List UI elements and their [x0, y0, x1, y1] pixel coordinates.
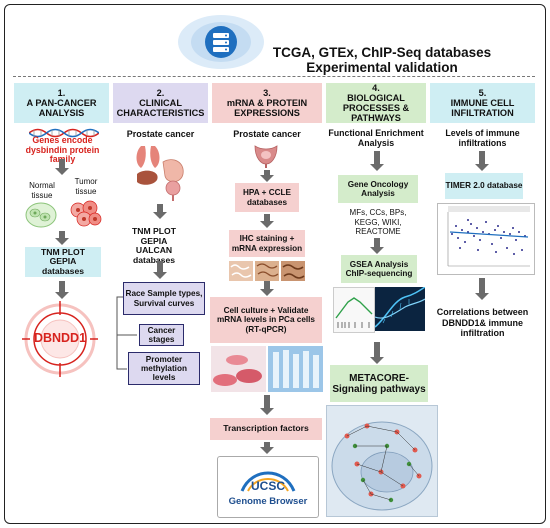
section-header-1: 1. A PAN-CANCER ANALYSIS: [14, 83, 109, 123]
section-header-2: 2. CLINICAL CHARACTERISTICS: [113, 83, 208, 123]
metacore-text: METACORE- Signaling pathways: [332, 372, 426, 395]
ucsc-text: UCSC: [250, 479, 285, 493]
prostate-cancer-label-3: Prostate cancer: [233, 129, 301, 139]
section-number-2: 2.: [156, 88, 165, 98]
prostate-icon: [251, 142, 281, 168]
cancer-stages-box: Cancer stages: [139, 324, 184, 346]
organs-icon: [133, 142, 189, 202]
enrichment-label: Functional Enrichment Analysis: [328, 128, 424, 148]
arrow-c1-2: [55, 231, 69, 245]
dna-chip-image: [375, 287, 425, 331]
go-terms-label: MFs, CCs, BPs, KEGG, WIKI, REACTOME: [349, 208, 407, 236]
bracket-lines: [115, 295, 141, 375]
target-icon: [22, 301, 98, 377]
section-number-3: 3.: [263, 88, 271, 98]
promoter-text: Promoter methylation levels: [141, 354, 187, 383]
tnm-gepia-box: TNM PLOT GEPIA databases: [25, 247, 101, 277]
arrow-c3-1: [260, 170, 274, 182]
transcription-factors-box: Transcription factors: [210, 418, 322, 440]
arrow-c3-2: [260, 214, 274, 228]
title-line-1: TCGA, GTEx, ChIP-Seq databases: [272, 45, 492, 60]
section-number-4: 4.: [372, 83, 380, 93]
tumor-tissue-label: Tumor tissue: [74, 177, 98, 196]
dna-helix-icon: [28, 125, 100, 138]
go-box: Gene Oncology Analysis: [338, 175, 418, 203]
transcription-factors-text: Transcription factors: [223, 423, 309, 434]
section-header-5: 5. IMMUNE CELL INFILTRATION: [430, 83, 535, 123]
normal-cells-icon: [25, 202, 57, 228]
timer-box: TIMER 2.0 database: [445, 173, 523, 199]
database-logo: [177, 13, 265, 71]
arrow-c4-1: [370, 151, 384, 171]
arrow-c3-3: [260, 281, 274, 296]
ihc-images: [229, 261, 305, 281]
title-separator: [13, 76, 535, 77]
ucsc-logo: UCSC Genome Browser: [217, 456, 319, 518]
gsea-plot-image: [333, 287, 375, 333]
section-title-4: BIOLOGICAL PROCESSES & PATHWAYS: [342, 93, 410, 123]
section-header-4: 4. BIOLOGICAL PROCESSES & PATHWAYS: [326, 83, 426, 123]
ihc-text: IHC staining + mRNA expression: [231, 234, 303, 253]
col2-databases-label: TNM PLOT GEPIA UALCAN databases: [132, 226, 176, 265]
race-survival-box: Race Sample types, Survival curves: [123, 282, 205, 315]
arrow-c5-1: [475, 151, 489, 171]
section-header-3: 3. mRNA & PROTEIN EXPRESSIONS: [212, 83, 322, 123]
section-number-1: 1.: [57, 88, 66, 98]
arrow-c3-4: [260, 395, 274, 415]
pathway-map-image: [326, 405, 438, 517]
arrow-c5-2: [475, 278, 489, 300]
arrow-c1-3: [55, 281, 69, 299]
ihc-box: IHC staining + mRNA expression: [229, 230, 305, 257]
hpa-ccle-box: HPA + CCLE databases: [235, 183, 299, 212]
timer-text: TIMER 2.0 database: [445, 181, 523, 191]
race-survival-text: Race Sample types, Survival curves: [125, 289, 203, 308]
section-number-5: 5.: [478, 88, 487, 98]
arrow-c4-2: [370, 238, 384, 254]
cell-culture-text: Cell culture + Validate mRNA levels in P…: [217, 306, 315, 334]
go-text: Gene Oncology Analysis: [347, 179, 409, 198]
section-title-1: A PAN-CANCER ANALYSIS: [26, 98, 97, 118]
diagram-frame: TCGA, GTEx, ChIP-Seq databases Experimen…: [4, 4, 546, 524]
arrow-c3-5: [260, 442, 274, 454]
section-title-5: IMMUNE CELL INFILTRATION: [450, 98, 515, 118]
title-line-2: Experimental validation: [306, 60, 458, 75]
section-title-2: CLINICAL CHARACTERISTICS: [116, 98, 205, 118]
cancer-stages-text: Cancer stages: [147, 325, 176, 344]
hpa-ccle-text: HPA + CCLE databases: [243, 188, 291, 207]
gene-name-label: DBNDD1: [33, 331, 87, 345]
arrow-c1-1: [55, 159, 69, 175]
diagram-title: TCGA, GTEx, ChIP-Seq databases Experimen…: [267, 45, 497, 75]
section-title-3: mRNA & PROTEIN EXPRESSIONS: [226, 98, 308, 118]
arrow-c2-1: [153, 204, 167, 219]
tnm-gepia-text: TNM PLOT GEPIA databases: [41, 247, 85, 276]
metacore-box: METACORE- Signaling pathways: [330, 365, 428, 402]
gsea-box: GSEA Analysis ChIP-sequencing: [341, 255, 417, 283]
lab-photos: [211, 346, 323, 392]
arrow-c4-3: [370, 342, 384, 364]
promoter-box: Promoter methylation levels: [128, 352, 200, 385]
correlation-label: Correlations between DBNDD1& immune infi…: [436, 307, 529, 338]
arrow-c2-2: [153, 261, 167, 279]
prostate-cancer-label-2: Prostate cancer: [126, 129, 195, 139]
normal-tissue-label: Normal tissue: [29, 181, 55, 200]
cell-culture-box: Cell culture + Validate mRNA levels in P…: [210, 297, 322, 343]
tumor-cells-icon: [68, 200, 102, 228]
genome-browser-text: Genome Browser: [228, 496, 308, 507]
gsea-text: GSEA Analysis ChIP-sequencing: [345, 259, 413, 278]
scatter-plot-image: [437, 203, 535, 275]
immune-levels-label: Levels of immune infiltrations: [445, 128, 520, 148]
